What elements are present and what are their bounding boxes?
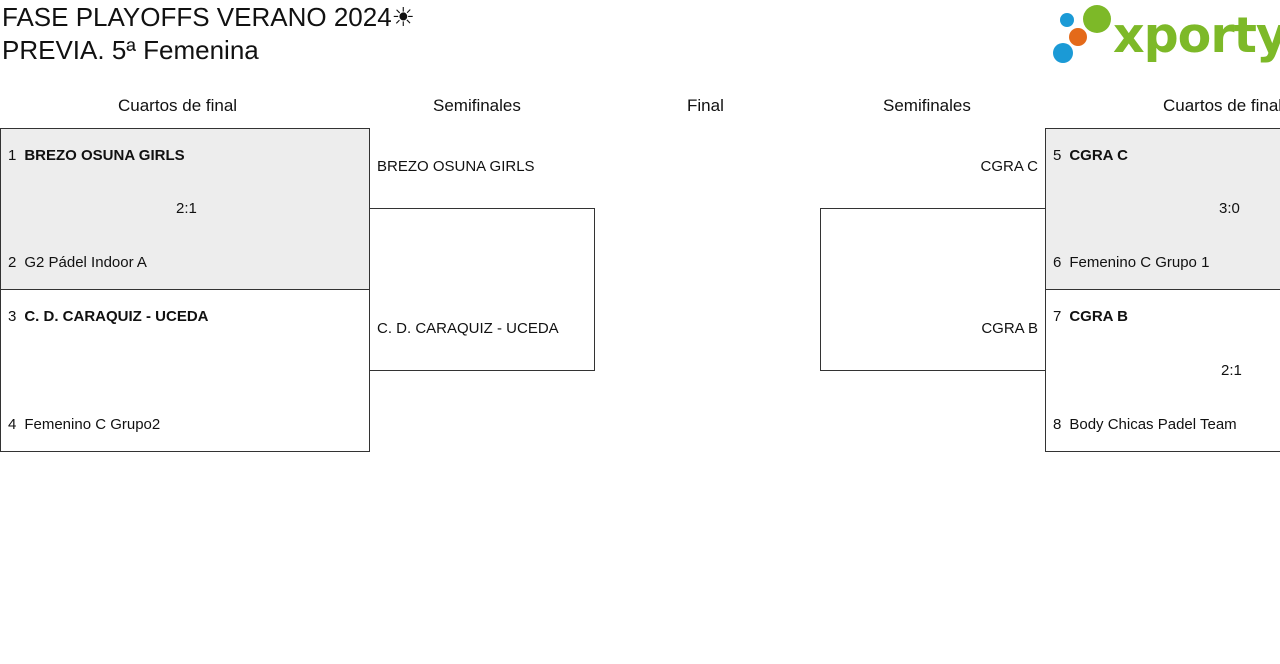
logo-dot-blue-small [1060,13,1074,27]
quarterfinal-match-2[interactable]: 3 C. D. CARAQUIZ - UCEDA 4 Femenino C Grup… [0,289,370,452]
match-score: 3:0 [1219,200,1240,217]
team-slot-bottom: 4 Femenino C Grupo2 [8,416,160,433]
round-header-left-semifinals: Semifinales [433,96,521,115]
seed-number: 2 [8,254,17,271]
team-name: Femenino C Grupo2 [24,416,161,433]
team-slot-top: 1 BREZO OSUNA GIRLS [8,147,185,164]
semifinal-left-bracket[interactable] [369,208,595,371]
page-title: FASE PLAYOFFS VERANO 2024☀ [2,2,415,32]
seed-number: 5 [1053,147,1062,164]
team-slot-bottom: 2 G2 Pádel Indoor A [8,254,147,271]
seed-number: 8 [1053,416,1062,433]
team-slot-top: 7 CGRA B [1053,308,1128,325]
semifinal-right-bracket[interactable] [820,208,1046,371]
semifinal-left-team-bottom: C. D. CARAQUIZ - UCEDA [377,320,559,337]
seed-number: 1 [8,147,17,164]
seed-number: 7 [1053,308,1062,325]
team-name: G2 Pádel Indoor A [24,254,147,271]
logo-wordmark: xporty [1113,7,1280,64]
quarterfinal-match-4[interactable]: 7 CGRA B 2:1 8 Body Chicas Padel Team [1045,289,1280,452]
team-slot-top: 3 C. D. CARAQUIZ - UCEDA [8,308,209,325]
round-header-final: Final [687,96,724,115]
logo-dot-green [1083,5,1111,33]
team-slot-bottom: 8 Body Chicas Padel Team [1053,416,1237,433]
team-name: CGRA B [1069,308,1128,325]
semifinal-right-team-top: CGRA C [980,158,1038,175]
seed-number: 6 [1053,254,1062,271]
semifinal-right-team-bottom: CGRA B [981,320,1038,337]
seed-number: 4 [8,416,17,433]
match-score: 2:1 [176,200,197,217]
page-subtitle: PREVIA. 5ª Femenina [2,35,259,65]
seed-number: 3 [8,308,17,325]
match-score: 2:1 [1221,362,1242,379]
team-name: Body Chicas Padel Team [1069,416,1237,433]
team-slot-top: 5 CGRA C [1053,147,1128,164]
xporty-logo[interactable]: xporty [1050,4,1280,68]
quarterfinal-match-3[interactable]: 5 CGRA C 3:0 6 Femenino C Grupo 1 [1045,128,1280,290]
team-name: Femenino C Grupo 1 [1069,254,1210,271]
team-name: C. D. CARAQUIZ - UCEDA [24,308,209,325]
team-slot-bottom: 6 Femenino C Grupo 1 [1053,254,1209,271]
team-name: CGRA C [1069,147,1128,164]
team-name: BREZO OSUNA GIRLS [24,147,185,164]
round-header-right-semifinals: Semifinales [883,96,971,115]
quarterfinal-match-1[interactable]: 1 BREZO OSUNA GIRLS 2:1 2 G2 Pádel Indoor … [0,128,370,290]
logo-dot-orange [1069,28,1087,46]
logo-dot-blue-large [1053,43,1073,63]
round-header-right-quarterfinals: Cuartos de final [1163,96,1280,115]
semifinal-left-team-top: BREZO OSUNA GIRLS [377,158,535,175]
round-header-left-quarterfinals: Cuartos de final [118,96,238,115]
